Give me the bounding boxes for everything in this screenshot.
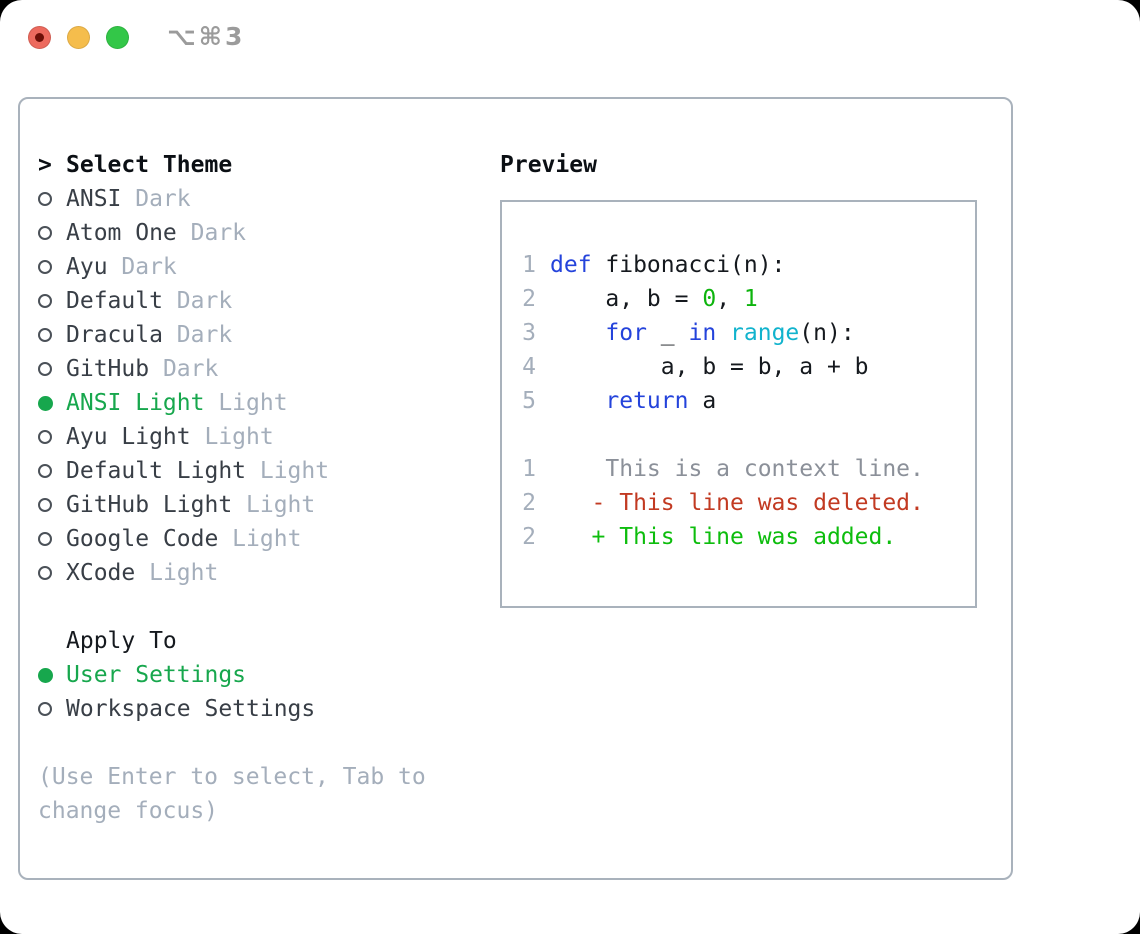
line-number: 5 [522, 388, 536, 414]
close-button[interactable] [28, 26, 51, 49]
preview-line: 2 - This line was deleted. [522, 486, 975, 520]
radio-icon [38, 498, 52, 512]
option-label: XCode [66, 560, 136, 586]
theme-variant-tag: Dark [162, 322, 233, 348]
line-number: 1 [522, 456, 536, 482]
radio-selected-icon [38, 667, 53, 683]
option-label: Atom One [66, 220, 177, 246]
line-number: 2 [522, 286, 536, 312]
theme-variant-tag: Light [135, 560, 219, 586]
theme-option-google-code[interactable]: Google Code Light [38, 522, 500, 556]
theme-variant-tag: Light [246, 458, 330, 484]
code-text: + This line was added. [550, 524, 897, 550]
line-number: 4 [522, 354, 536, 380]
apply-option-user-settings[interactable]: User Settings [38, 658, 500, 692]
prompt-caret-icon: > [38, 152, 52, 178]
radio-icon [38, 430, 52, 444]
radio-icon [38, 328, 52, 342]
apply-to-header: Apply To [38, 624, 500, 658]
apply-to-title: Apply To [66, 628, 177, 654]
option-label: Google Code [66, 526, 219, 552]
preview-header: Preview [500, 148, 977, 182]
code-text: for _ in range(n): [605, 320, 855, 346]
radio-icon [38, 362, 52, 376]
radio-icon [38, 532, 52, 546]
theme-option-xcode[interactable]: XCode Light [38, 556, 500, 590]
radio-icon [38, 566, 52, 580]
option-label: Default [66, 288, 163, 314]
option-label: Workspace Settings [66, 696, 316, 722]
close-dot-icon [35, 33, 44, 42]
theme-variant-tag: Dark [162, 288, 233, 314]
preview-line [522, 418, 975, 452]
theme-option-atom-one[interactable]: Atom One Dark [38, 216, 500, 250]
line-number: 2 [522, 524, 536, 550]
code-text: a, b = 0, 1 [550, 286, 758, 312]
theme-option-ansi[interactable]: ANSI Dark [38, 182, 500, 216]
radio-icon [38, 702, 52, 716]
option-label: ANSI [66, 186, 122, 212]
radio-icon [38, 260, 52, 274]
radio-icon [38, 464, 52, 478]
preview-line: 5 return a [522, 384, 975, 418]
theme-variant-tag: Dark [107, 254, 177, 280]
theme-variant-tag: Dark [121, 186, 191, 212]
theme-option-ayu-light[interactable]: Ayu Light Light [38, 420, 500, 454]
preview-line: 4 a, b = b, a + b [522, 350, 975, 384]
theme-variant-tag: Dark [149, 356, 219, 382]
theme-option-ansi-light[interactable]: ANSI Light Light [38, 386, 500, 420]
theme-option-default[interactable]: Default Dark [38, 284, 500, 318]
option-label: Ayu Light [66, 424, 191, 450]
option-label: User Settings [66, 662, 247, 688]
theme-variant-tag: Light [232, 492, 316, 518]
option-label: ANSI Light [66, 390, 205, 416]
preview-line: 2 a, b = 0, 1 [522, 282, 975, 316]
code-text: This is a context line. [550, 456, 924, 482]
option-label: GitHub [66, 356, 150, 382]
minimize-button[interactable] [67, 26, 90, 49]
code-text: return a [605, 388, 717, 414]
theme-option-github-light[interactable]: GitHub Light Light [38, 488, 500, 522]
preview-title: Preview [500, 152, 597, 178]
code-text: def fibonacci(n): [550, 252, 786, 278]
option-label: Default Light [66, 458, 247, 484]
line-number: 1 [522, 252, 536, 278]
theme-variant-tag: Light [218, 526, 302, 552]
select-theme-title: Select Theme [66, 152, 233, 178]
line-number: 3 [522, 320, 536, 346]
radio-icon [38, 192, 52, 206]
preview-line: 3 for _ in range(n): [522, 316, 975, 350]
theme-option-ayu[interactable]: Ayu Dark [38, 250, 500, 284]
theme-option-github[interactable]: GitHub Dark [38, 352, 500, 386]
preview-line: 1 def fibonacci(n): [522, 248, 975, 282]
code-text: a, b = b, a + b [550, 354, 869, 380]
radio-icon [38, 294, 52, 308]
option-label: Dracula [66, 322, 163, 348]
apply-option-workspace-settings[interactable]: Workspace Settings [38, 692, 500, 726]
option-label: GitHub Light [66, 492, 233, 518]
line-number: 2 [522, 490, 536, 516]
window-title: ⌥⌘3 [167, 22, 246, 51]
theme-option-default-light[interactable]: Default Light Light [38, 454, 500, 488]
preview-line: 1 This is a context line. [522, 452, 975, 486]
preview-line: 2 + This line was added. [522, 520, 975, 554]
select-theme-header: > Select Theme [38, 148, 500, 182]
titlebar: ⌥⌘3 [0, 0, 1140, 75]
radio-selected-icon [38, 395, 53, 411]
theme-variant-tag: Dark [176, 220, 247, 246]
theme-variant-tag: Light [204, 390, 288, 416]
theme-variant-tag: Light [190, 424, 274, 450]
theme-option-dracula[interactable]: Dracula Dark [38, 318, 500, 352]
maximize-button[interactable] [106, 26, 129, 49]
help-text: (Use Enter to select, Tab to change focu… [38, 764, 426, 824]
radio-icon [38, 226, 52, 240]
code-text: - This line was deleted. [550, 490, 924, 516]
option-label: Ayu [66, 254, 108, 280]
